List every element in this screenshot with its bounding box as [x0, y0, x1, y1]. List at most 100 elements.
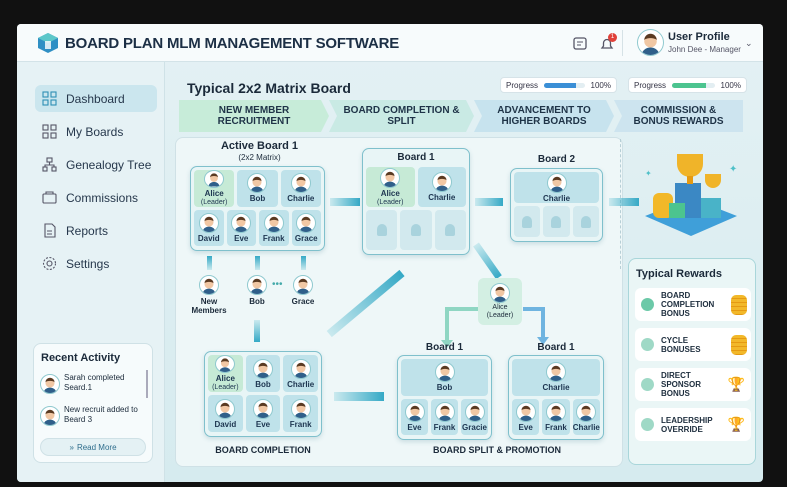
empty-slot[interactable]: [514, 206, 541, 237]
avatar: [231, 212, 252, 233]
sidebar-item-reports[interactable]: Reports: [35, 217, 157, 244]
reward-label: LEADERSHIP OVERRIDE: [661, 415, 713, 434]
dashboard-icon: [42, 91, 57, 106]
member-cell[interactable]: Bob: [401, 359, 488, 396]
header: BOARD PLAN MLM MANAGEMENT SOFTWARE 1 Use…: [17, 24, 763, 62]
member-cell[interactable]: Charlie: [572, 398, 600, 435]
member-cell[interactable]: Frank: [259, 209, 289, 246]
empty-slot[interactable]: [434, 210, 466, 250]
avatar: [546, 172, 567, 193]
member-cell[interactable]: David: [194, 209, 224, 246]
member-cell[interactable]: Eve: [245, 395, 281, 432]
member-cell[interactable]: Grace: [291, 209, 321, 246]
avatar: [290, 398, 311, 419]
board-2[interactable]: Charlie: [510, 168, 603, 242]
new-member[interactable]: Bob: [236, 275, 278, 306]
arrow-right-icon: [475, 198, 503, 206]
leadership-icon: [641, 418, 654, 431]
app-window: BOARD PLAN MLM MANAGEMENT SOFTWARE 1 Use…: [17, 24, 763, 482]
member-cell[interactable]: Alice(Leader): [208, 355, 243, 392]
sidebar-item-dashboard[interactable]: Dashboard: [35, 85, 157, 112]
empty-slot[interactable]: [543, 206, 570, 237]
avatar: [576, 401, 597, 422]
reward-board-completion[interactable]: BOARD COMPLETION BONUS: [635, 288, 751, 321]
active-board-title: Active Board 1: [220, 140, 299, 152]
sidebar-item-settings[interactable]: Settings: [35, 250, 157, 277]
sidebar-item-label: Genealogy Tree: [66, 157, 152, 172]
user-avatar[interactable]: [637, 29, 664, 56]
activity-item[interactable]: Sarah completed Seard.1: [64, 373, 125, 392]
member-cell[interactable]: Frank: [542, 398, 570, 435]
member-name: Alice: [204, 188, 224, 198]
member-cell[interactable]: Charlie: [512, 359, 600, 396]
member-cell[interactable]: David: [208, 395, 243, 432]
member-cell[interactable]: Charlie: [514, 172, 599, 203]
recent-activity-panel: Recent Activity Sarah completed Seard.1 …: [33, 343, 153, 463]
empty-slot[interactable]: [400, 210, 432, 250]
member-cell[interactable]: Frank: [283, 395, 319, 432]
member-name: Eve: [255, 419, 271, 429]
empty-user-icon: [551, 215, 562, 228]
member-name: Frank: [289, 419, 312, 429]
reward-label: BOARD COMPLETION BONUS: [661, 291, 715, 318]
member-cell[interactable]: Charlie: [280, 170, 321, 207]
member-cell[interactable]: Alice(Leader): [194, 170, 235, 207]
member-name: Frank: [262, 233, 285, 243]
trophy-icon: 🏆: [727, 416, 745, 432]
coins-icon: [731, 334, 747, 355]
chevron-down-icon[interactable]: ⌄: [745, 38, 753, 48]
new-member-name: New Members: [191, 297, 227, 315]
member-cell[interactable]: Bob: [237, 170, 278, 207]
chat-icon[interactable]: [573, 37, 587, 51]
member-cell[interactable]: Bob: [245, 355, 281, 392]
hand-trophy-icon: 🏆: [727, 376, 745, 392]
member-cell[interactable]: Charlie: [417, 167, 466, 207]
arrow-right-icon: [330, 198, 360, 206]
bell-icon[interactable]: [599, 36, 615, 52]
new-member[interactable]: New Members: [188, 275, 230, 315]
activity-item[interactable]: New recruit added to Beard 3: [64, 405, 138, 424]
recent-activity-title: Recent Activity: [41, 352, 121, 364]
member-name: Grace: [294, 233, 318, 243]
reward-label: CYCLE BONUSES: [661, 335, 701, 354]
sidebar-item-my-boards[interactable]: My Boards: [35, 118, 157, 145]
sidebar-item-genealogy-tree[interactable]: Genealogy Tree: [35, 151, 157, 178]
member-name: Eve: [407, 422, 422, 432]
member-cell[interactable]: Eve: [226, 209, 256, 246]
reward-direct-sponsor[interactable]: DIRECT SPONSOR BONUS🏆: [635, 368, 751, 401]
avatar: [247, 173, 268, 194]
member-cell[interactable]: Charlie: [283, 355, 319, 392]
member-cell[interactable]: Gracie: [461, 398, 488, 435]
empty-slot[interactable]: [366, 210, 398, 250]
read-more-label: Read More: [76, 442, 117, 452]
reward-leadership-override[interactable]: LEADERSHIP OVERRIDE 🏆: [635, 408, 751, 441]
board-2-title: Board 2: [537, 154, 576, 165]
avatar: [296, 212, 317, 233]
new-member-name: Bob: [249, 297, 265, 306]
member-name: Alice: [380, 188, 400, 198]
member-cell[interactable]: Frank: [431, 398, 458, 435]
board-row: [366, 210, 466, 250]
new-member[interactable]: Grace: [282, 275, 324, 306]
member-cell[interactable]: Eve: [512, 398, 540, 435]
member-name: David: [197, 233, 220, 243]
member-cell[interactable]: Eve: [401, 398, 428, 435]
member-cell[interactable]: Alice(Leader): [366, 167, 415, 207]
leader-card[interactable]: Alice(Leader): [478, 278, 522, 325]
empty-slot[interactable]: [572, 206, 599, 237]
avatar: [545, 401, 566, 422]
sidebar-item-commissions[interactable]: Commissions: [35, 184, 157, 211]
avatar: [434, 362, 455, 383]
scrollbar[interactable]: [146, 370, 148, 398]
reward-cycle-bonuses[interactable]: CYCLE BONUSES: [635, 328, 751, 361]
avatar: [263, 212, 284, 233]
member-name: Frank: [545, 422, 567, 432]
avatar: [293, 275, 313, 295]
read-more-button[interactable]: »Read More: [40, 438, 146, 456]
